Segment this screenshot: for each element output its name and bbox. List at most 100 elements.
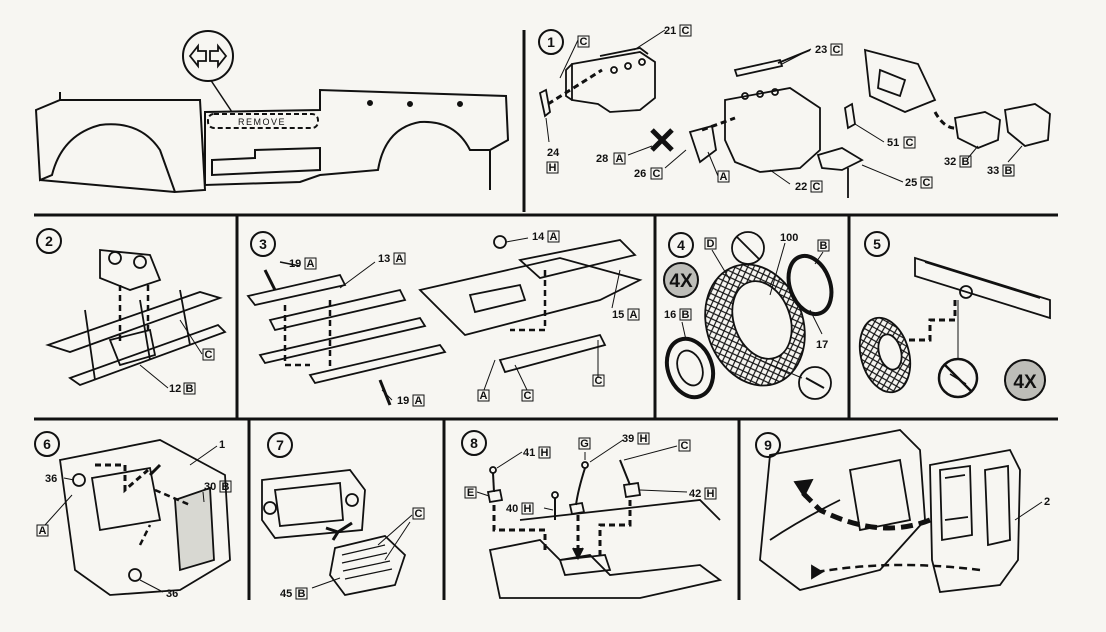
step-1-number: 1 [547,34,555,50]
sprue-letter: B [682,309,690,321]
sprue-letter: C [682,25,690,37]
step-3-number-badge: 3 [250,231,276,257]
part-number: 22 [795,181,807,193]
step-4-wheel-illustration [664,231,834,400]
step-8-number-badge: 8 [461,430,487,456]
part-number: 39 [622,433,634,445]
sprue-letter: C [923,177,931,189]
body-tub-illustration [34,88,510,194]
part-number: 19 [289,258,301,270]
part-number: 41 [523,447,535,459]
step-1-engine-illustration [538,47,1051,198]
step-5-multiplier-badge: 4X [1004,359,1046,401]
step-4-multiplier: 4X [669,271,693,292]
panel-dividers [34,30,1058,600]
part-number: 36 [45,473,57,485]
part-number: 42 [689,488,701,500]
step-5-multiplier: 4X [1013,372,1037,393]
sprue-letter: B [820,240,828,252]
part-number: 32 [944,156,956,168]
sprue-letter: B [298,588,306,600]
step-2-leaders [139,319,203,389]
sprue-letter: C [653,168,661,180]
sprue-letter: A [630,309,638,321]
remove-symbol-icon [182,30,234,113]
part-number: 24 [547,147,560,159]
step-5-axle-illustration [858,256,1051,399]
step-6-leaders [44,445,218,593]
part-number: 17 [816,339,828,351]
sprue-letter: C [415,508,423,520]
step-7-leaders [311,514,413,589]
part-number: 30 [204,481,216,493]
sprue-letter: C [813,181,821,193]
part-number: 1 [219,439,225,451]
step-3-number: 3 [259,236,267,252]
step-4-callouts: D 100 B 16 B 17 [664,232,830,351]
part-number: 25 [905,177,917,189]
step-1-number-badge: 1 [538,29,564,55]
step-4-multiplier-badge: 4X [663,262,699,298]
part-number: 40 [506,503,518,515]
step-4-number: 4 [677,237,685,253]
sprue-letter: H [640,433,648,445]
sprue-letter: A [720,171,728,183]
part-number: 12 [169,383,181,395]
sprue-letter: A [39,525,47,537]
sprue-letter: C [580,36,588,48]
part-number: 45 [280,588,292,600]
part-number: 100 [780,232,798,244]
step-4-number-badge: 4 [668,232,694,258]
step-8-floor-illustration [486,459,723,599]
step-3-chassis-illustration [246,235,643,406]
step-9-number: 9 [764,437,772,453]
part-number: 19 [397,395,409,407]
step-8-callouts: 41 H G 39 H C E 40 H 42 H [464,432,717,515]
step-4-leaders [681,242,824,379]
sprue-letter: C [524,390,532,402]
part-number: 2 [1044,496,1050,508]
sprue-letter: A [480,390,488,402]
step-5-number-badge: 5 [864,231,890,257]
step-5-number: 5 [873,236,881,252]
remove-label: REMOVE [238,117,286,127]
part-number: 21 [664,25,676,37]
step-7-grille-illustration [261,469,407,596]
step-3-callouts: 19 A 13 A 14 A 15 A 19 A A C C [289,230,640,407]
step-6-panel-illustration [58,439,231,596]
sprue-letter: G [580,438,589,450]
part-number: 14 [532,231,545,243]
sprue-letter: B [1005,165,1013,177]
sprue-letter: H [541,447,549,459]
step-6-number-badge: 6 [34,431,60,457]
step-7-number: 7 [276,437,284,453]
step-2-number: 2 [45,233,53,249]
step-2-callouts: C 12 B [169,348,215,395]
step-3-leaders [339,237,621,401]
part-number: 36 [166,588,178,600]
part-number: 26 [634,168,646,180]
step-8-number: 8 [470,435,478,451]
remove-outline [207,113,319,129]
part-number: 15 [612,309,624,321]
sprue-letter: A [616,153,624,165]
part-number: 23 [815,44,827,56]
sprue-letter: C [205,349,213,361]
sprue-letter: E [467,487,474,499]
sprue-letter: B [962,156,970,168]
sprue-letter: H [524,503,532,515]
sprue-letter: H [707,488,715,500]
sprue-letter: C [906,137,914,149]
step-6-number: 6 [43,436,51,452]
step-9-cab-illustration [759,429,1021,593]
sprue-letter: C [833,44,841,56]
step-9-number-badge: 9 [755,432,781,458]
step-9-callouts: 2 [1044,496,1050,508]
step-1-leaders [545,29,1023,185]
step-2-number-badge: 2 [36,228,62,254]
step-6-callouts: 1 36 30 B A 36 [36,439,232,600]
sprue-letter: C [681,440,689,452]
part-number: 13 [378,253,390,265]
part-number: 16 [664,309,676,321]
